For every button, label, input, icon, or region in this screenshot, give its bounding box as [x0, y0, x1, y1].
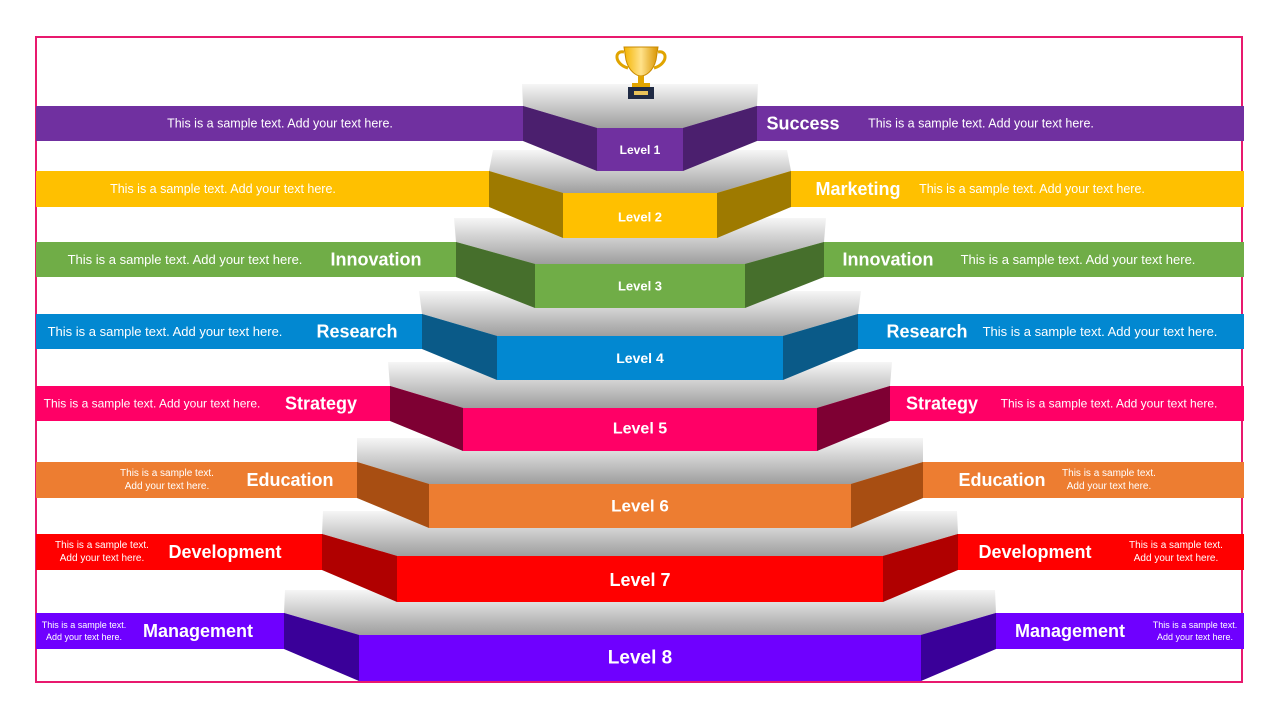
right-title: Education	[958, 470, 1045, 490]
step-top-face	[522, 84, 758, 128]
right-description: This is a sample text. Add your text her…	[919, 182, 1145, 196]
step-front-face	[429, 484, 851, 528]
step-left-face	[523, 106, 597, 171]
right-description: This is a sample text. Add your text her…	[983, 324, 1218, 339]
right-title: Strategy	[906, 394, 978, 414]
step-left-face	[456, 242, 535, 308]
pyramid-steps: Level 8 Level 7 Level 6 Level 5 Level 4 Level…	[284, 84, 996, 681]
right-title: Marketing	[815, 179, 900, 199]
left-description: This is a sample text. Add your text her…	[110, 182, 336, 196]
right-title: Research	[886, 322, 967, 342]
step-level-4: Level 4	[419, 291, 861, 380]
step-right-face	[717, 171, 791, 238]
step-top-face	[489, 150, 791, 193]
right-description: This is a sample text.Add your text here…	[1062, 468, 1156, 492]
step-front-face	[497, 336, 783, 380]
level-label: Level 4	[616, 350, 664, 366]
right-description: This is a sample text. Add your text her…	[1001, 397, 1218, 411]
step-left-face	[390, 386, 463, 451]
step-right-face	[817, 386, 890, 451]
step-right-face	[745, 242, 824, 308]
right-description: This is a sample text. Add your text her…	[868, 117, 1094, 131]
step-right-face	[921, 613, 996, 681]
level-label: Level 7	[609, 570, 670, 590]
trophy-icon	[615, 46, 667, 99]
level-label: Level 6	[611, 497, 669, 516]
step-level-1: Level 1	[522, 84, 758, 171]
band-labels: This is a sample text.Add your text here…	[42, 114, 1238, 642]
right-description: This is a sample text.Add your text here…	[1129, 540, 1223, 564]
step-level-2: Level 2	[489, 150, 791, 238]
step-level-6: Level 6	[357, 438, 923, 528]
step-front-face	[397, 556, 883, 602]
left-title: Education	[246, 470, 333, 490]
right-title: Success	[766, 114, 839, 134]
step-left-face	[357, 462, 429, 528]
step-front-face	[359, 635, 921, 681]
step-right-face	[683, 106, 757, 171]
level-label: Level 5	[613, 421, 667, 438]
left-description: This is a sample text.Add your text here…	[42, 620, 127, 642]
level-label: Level 3	[618, 279, 662, 294]
step-front-face	[563, 193, 717, 238]
left-description: This is a sample text. Add your text her…	[44, 397, 261, 411]
level-label: Level 2	[618, 210, 662, 225]
step-left-face	[322, 534, 397, 602]
step-front-face	[463, 408, 817, 451]
level-label: Level 1	[620, 143, 661, 157]
right-title: Management	[1015, 621, 1125, 641]
left-title: Strategy	[285, 394, 357, 414]
left-title: Research	[316, 322, 397, 342]
step-front-face	[597, 128, 683, 171]
step-left-face	[422, 314, 497, 380]
step-left-face	[284, 613, 359, 681]
step-right-face	[851, 462, 923, 528]
left-title: Innovation	[331, 250, 422, 270]
step-right-face	[883, 534, 958, 602]
step-front-face	[535, 264, 745, 308]
left-title: Management	[143, 621, 253, 641]
slide-border	[35, 36, 1243, 683]
left-description: This is a sample text. Add your text her…	[48, 324, 283, 339]
left-description: This is a sample text.Add your text here…	[120, 468, 214, 492]
left-description: This is a sample text.Add your text here…	[55, 540, 149, 564]
step-right-face	[783, 314, 858, 380]
right-description: This is a sample text. Add your text her…	[961, 252, 1196, 267]
step-left-face	[489, 171, 563, 238]
left-description: This is a sample text. Add your text her…	[68, 252, 303, 267]
right-title: Innovation	[843, 250, 934, 270]
level-label: Level 8	[608, 648, 672, 669]
left-title: Development	[168, 542, 281, 562]
right-title: Development	[978, 542, 1091, 562]
left-description: This is a sample text. Add your text her…	[167, 117, 393, 131]
right-description: This is a sample text.Add your text here…	[1153, 620, 1238, 642]
step-level-8: Level 8	[284, 590, 996, 681]
